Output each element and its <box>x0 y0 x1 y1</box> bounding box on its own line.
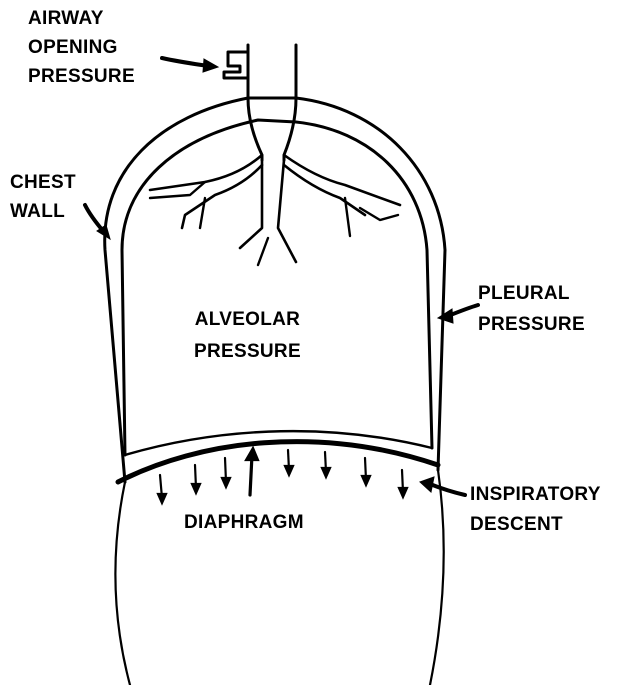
down-arrow-5 <box>322 452 330 477</box>
airway-opening-pressure-label: AIRWAY OPENING PRESSURE <box>28 4 135 91</box>
down-arrow-4 <box>285 450 293 475</box>
down-arrow-2 <box>192 465 200 493</box>
right-bronchus <box>284 155 400 205</box>
central-bronchiole <box>258 238 268 265</box>
chest-wall-outer <box>105 98 445 482</box>
chest-wall-label: CHEST WALL <box>10 168 76 226</box>
inspiratory-label-line1: INSPIRATORY <box>470 480 601 510</box>
down-arrow-1 <box>158 475 166 503</box>
central-bronchus-left <box>240 160 262 248</box>
down-arrow-7 <box>399 470 407 497</box>
alveolar-label-line2: PRESSURE <box>194 336 301 368</box>
alveolar-pressure-label: ALVEOLAR PRESSURE <box>194 304 301 368</box>
down-arrow-6 <box>362 458 370 485</box>
down-arrow-3 <box>222 458 230 487</box>
pleural-pressure-label: PLEURAL PRESSURE <box>478 278 585 340</box>
pleural-label-line2: PRESSURE <box>478 309 585 340</box>
central-bronchus-right <box>278 160 296 262</box>
diaphragm-label: DIAPHRAGM <box>184 508 304 537</box>
alveolar-label-line1: ALVEOLAR <box>194 304 301 336</box>
up-arrow-bold <box>246 448 258 495</box>
body-outline-left <box>115 482 130 685</box>
airway-label-line3: PRESSURE <box>28 62 135 91</box>
label-pointers <box>85 58 478 495</box>
pleural-label-line1: PLEURAL <box>478 278 585 309</box>
left-bronchus-lower <box>182 165 262 228</box>
body-outline-right <box>430 470 444 685</box>
chest-label-line1: CHEST <box>10 168 76 197</box>
trachea-right-wall <box>284 45 296 160</box>
airway-label-line1: AIRWAY <box>28 4 135 33</box>
inspiratory-descent-label: INSPIRATORY DESCENT <box>470 480 601 540</box>
airway-opening-cap <box>224 52 248 78</box>
right-bronchus-lower <box>284 165 365 215</box>
airway-pointer-arrow <box>162 58 218 72</box>
inspiratory-pointer-arrow <box>420 477 465 495</box>
airway-label-line2: OPENING <box>28 33 135 62</box>
diaphragm-force-arrows <box>158 448 407 503</box>
trachea-left-wall <box>248 45 262 160</box>
diaphragm-line <box>118 442 438 482</box>
pleural-inner-outline <box>122 120 432 455</box>
chest-label-line2: WALL <box>10 197 76 226</box>
inspiratory-label-line2: DESCENT <box>470 510 601 540</box>
